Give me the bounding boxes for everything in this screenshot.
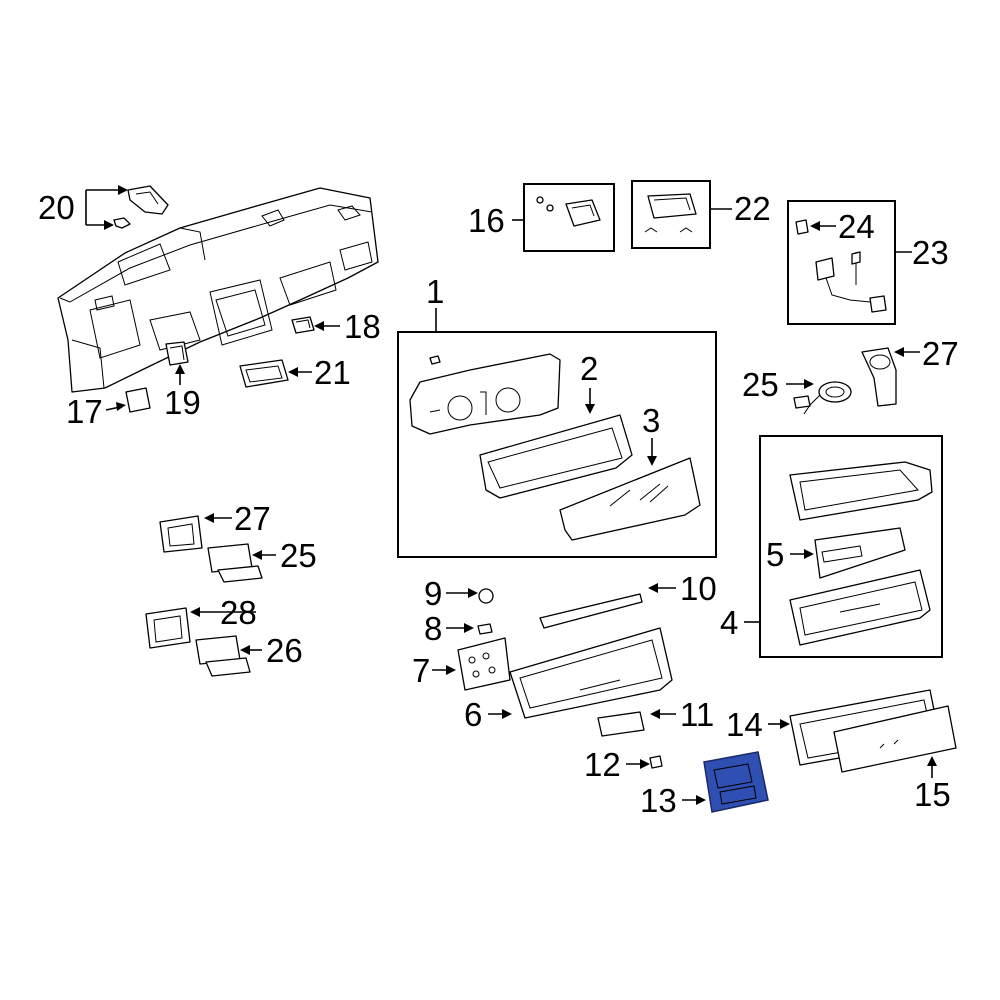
part-21-vent: [239, 359, 289, 388]
callout-1: 1: [426, 273, 444, 310]
part-18-switch: [291, 316, 315, 334]
callout-box-4: [759, 435, 943, 658]
part-15-lens: [833, 705, 957, 773]
part-1-cluster-group: [409, 353, 701, 541]
callout-3: 3: [642, 402, 660, 439]
callout-25-left: 25: [280, 537, 317, 574]
part-26-holder: [195, 635, 251, 677]
callout-15: 15: [914, 776, 951, 813]
callout-25-right: 25: [742, 366, 779, 403]
callout-12: 12: [584, 746, 621, 783]
part-9-bulb: [478, 588, 494, 604]
callout-box-1: [397, 331, 717, 558]
callout-box-16: [523, 183, 615, 252]
part-7-board: [457, 637, 511, 691]
callout-box-22: [631, 180, 711, 249]
part-6-housing: [509, 627, 673, 719]
part-19-switch: [165, 341, 189, 366]
part-27-bezel-left: [159, 515, 203, 553]
callout-18: 18: [344, 308, 381, 345]
part-17-switch: [125, 387, 151, 413]
dashboard-panel: [57, 187, 379, 393]
callout-19: 19: [164, 384, 201, 421]
part-20-bracket: [113, 185, 169, 229]
part-10-strip: [539, 593, 643, 629]
callout-27-right: 27: [922, 335, 959, 372]
callout-13: 13: [640, 782, 677, 819]
part-16-switch: [536, 196, 601, 227]
callout-4: 4: [720, 604, 738, 641]
part-8-bulb: [477, 623, 493, 635]
part-13-control-module: [703, 751, 769, 813]
callout-17: 17: [66, 393, 103, 430]
part-25-holder-left: [207, 543, 263, 583]
callout-11: 11: [680, 696, 714, 733]
callout-22: 22: [734, 190, 771, 227]
part-25-socket: [793, 381, 852, 415]
callout-24: 24: [838, 208, 875, 245]
part-12-connector: [649, 755, 663, 769]
callout-14: 14: [726, 706, 763, 743]
callout-21: 21: [314, 354, 351, 391]
part-4-cluster-group: [789, 461, 933, 646]
part-27-bezel-right: [861, 347, 897, 407]
part-11-module: [597, 711, 645, 737]
callout-5: 5: [766, 536, 784, 573]
callout-23: 23: [912, 234, 949, 271]
callout-26: 26: [266, 632, 303, 669]
callout-28: 28: [220, 594, 257, 631]
part-22-switch: [644, 193, 697, 233]
callout-9: 9: [424, 575, 442, 612]
callout-box-23: [787, 200, 896, 325]
callout-27-left: 27: [234, 500, 271, 537]
callout-10: 10: [680, 570, 717, 607]
callout-8: 8: [424, 610, 442, 647]
callout-2: 2: [580, 350, 598, 387]
callout-6: 6: [464, 696, 482, 733]
callout-20: 20: [38, 189, 75, 226]
part-23-harness: [795, 219, 887, 313]
part-28-bezel: [145, 607, 191, 649]
callout-7: 7: [412, 652, 430, 689]
callout-16: 16: [468, 202, 505, 239]
